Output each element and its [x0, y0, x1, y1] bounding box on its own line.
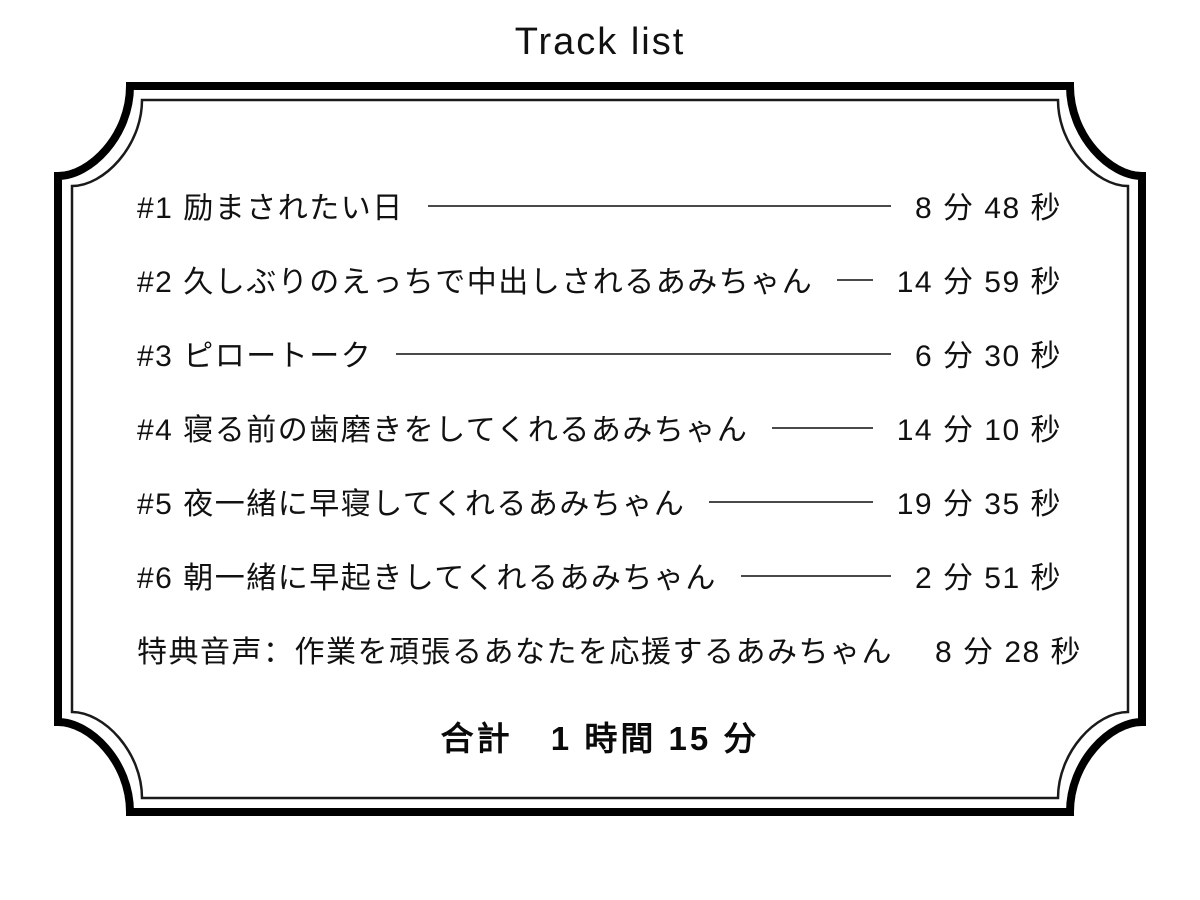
track-row: #1 励まされたい日 8 分 48 秒 — [137, 168, 1062, 242]
track-title: #3 ピロートーク — [137, 340, 373, 373]
track-title: #4 寝る前の歯磨きをしてくれるあみちゃん — [137, 414, 749, 447]
frame-outer-path — [54, 82, 1146, 816]
track-row: #6 朝一緒に早起きしてくれるあみちゃん 2 分 51 秒 — [137, 538, 1062, 612]
leader-line — [699, 486, 882, 516]
track-duration: 6 分 30 秒 — [914, 340, 1062, 373]
track-duration: 14 分 10 秒 — [896, 414, 1062, 447]
frame-border-svg — [54, 82, 1146, 816]
track-row: #2 久しぶりのえっちで中出しされるあみちゃん 14 分 59 秒 — [137, 242, 1062, 316]
leader-line — [907, 634, 921, 664]
frame-inner-path — [70, 98, 1130, 800]
decorative-frame — [50, 78, 1150, 820]
track-duration: 14 分 59 秒 — [896, 266, 1062, 299]
track-title: #2 久しぶりのえっちで中出しされるあみちゃん — [137, 266, 814, 299]
track-duration: 8 分 48 秒 — [914, 192, 1062, 225]
track-title: #5 夜一緒に早寝してくれるあみちゃん — [137, 488, 686, 521]
leader-line — [731, 560, 901, 590]
leader-line — [418, 190, 901, 220]
track-duration: 2 分 51 秒 — [914, 562, 1062, 595]
track-title: 特典音声：作業を頑張るあなたを応援するあみちゃん — [137, 636, 893, 669]
track-duration: 8 分 28 秒 — [935, 636, 1083, 669]
track-title: #1 励まされたい日 — [137, 192, 404, 225]
page-title: Track list — [514, 21, 686, 63]
track-title: #6 朝一緒に早起きしてくれるあみちゃん — [137, 562, 717, 595]
track-duration: 19 分 35 秒 — [896, 488, 1062, 521]
track-row: #5 夜一緒に早寝してくれるあみちゃん 19 分 35 秒 — [137, 464, 1062, 538]
total-row: 合計 1 時間 15 分 — [0, 712, 1200, 760]
total-value: 1 時間 15 分 — [550, 720, 760, 757]
track-row: #4 寝る前の歯磨きをしてくれるあみちゃん 14 分 10 秒 — [137, 390, 1062, 464]
leader-line — [827, 264, 883, 294]
track-list: #1 励まされたい日 8 分 48 秒 #2 久しぶりのえっちで中出しされるあみ… — [137, 168, 1081, 686]
leader-line — [762, 412, 882, 442]
leader-line — [386, 338, 901, 368]
total-label: 合計 — [440, 720, 513, 757]
track-row: #3 ピロートーク 6 分 30 秒 — [137, 316, 1062, 390]
track-row: 特典音声：作業を頑張るあなたを応援するあみちゃん 8 分 28 秒 — [137, 612, 1081, 686]
